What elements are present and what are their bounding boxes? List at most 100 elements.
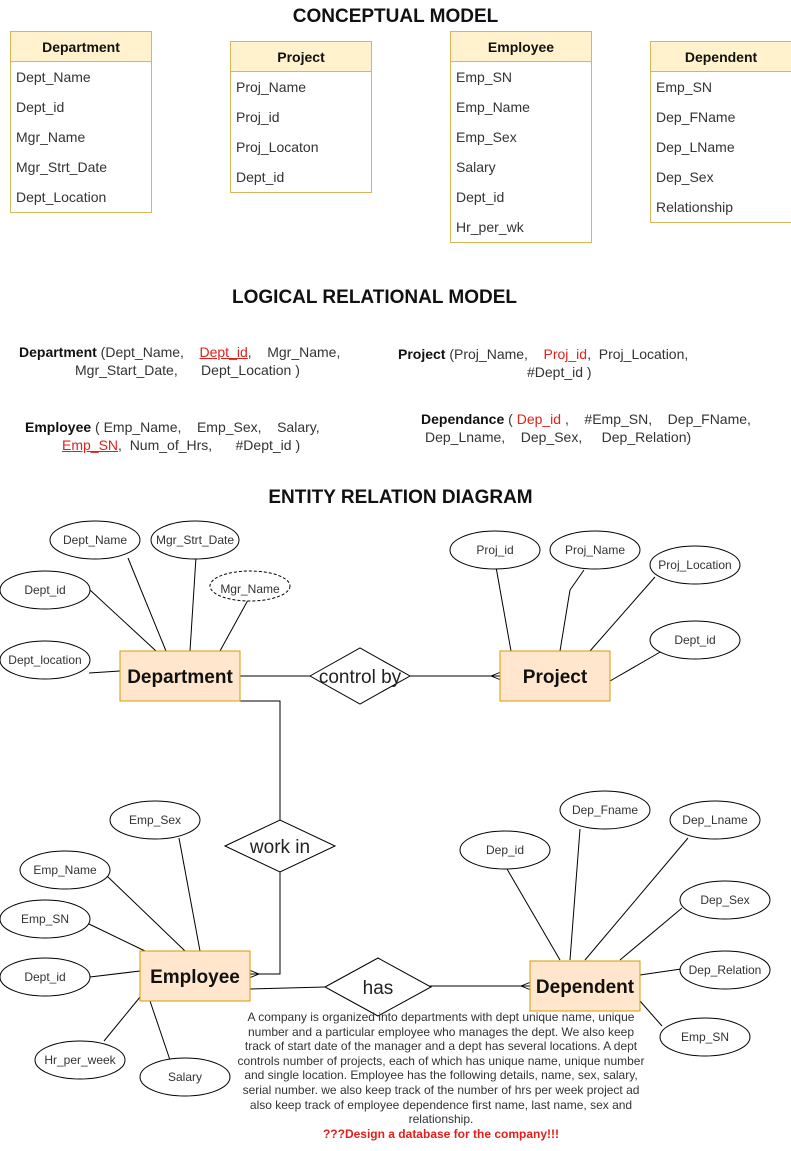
connector	[189, 556, 197, 652]
connector	[569, 569, 585, 591]
connector-lines	[88, 556, 689, 1061]
connector	[559, 589, 571, 652]
relation-dependance-line2: Dep_Lname, Dep_Sex, Dep_Relation)	[425, 429, 692, 445]
attr-label: Emp_Sex	[129, 813, 181, 827]
primary-key: Dep_id	[516, 411, 562, 427]
connector	[106, 875, 186, 952]
relation-text: , #Emp_SN, Dep_FName,	[561, 411, 751, 427]
entity-attribute: Emp_Sex	[456, 129, 517, 145]
relation-project-line1: Project (Proj_Name, Proj_id, Proj_Locati…	[398, 346, 688, 362]
problem-description: A company is organized into departments …	[236, 1010, 646, 1141]
connector	[584, 837, 689, 961]
connector	[149, 1000, 171, 1061]
connector	[639, 1000, 663, 1027]
attr-label: Emp_SN	[681, 1030, 729, 1044]
relation-dependance-line1: Dependance ( Dep_id , #Emp_SN, Dep_FName…	[421, 411, 751, 427]
entity-attribute: Dep_Sex	[656, 169, 714, 185]
attr-ellipse	[679, 880, 771, 920]
primary-key: Dept_id	[199, 344, 248, 360]
connector	[609, 650, 663, 682]
rel-label: work in	[249, 837, 310, 858]
connector	[639, 968, 682, 976]
entity-header: Dependent	[651, 42, 791, 72]
entity-attribute: Salary	[456, 159, 496, 175]
attr-label: Dep_id	[486, 843, 524, 857]
erd-entity-employee	[139, 950, 251, 1002]
attr-ellipse	[34, 1040, 126, 1080]
connector	[89, 970, 141, 978]
attr-label: Dept_location	[8, 653, 81, 667]
entity-attribute: Emp_SN	[656, 79, 713, 95]
erd-entity-department	[119, 650, 241, 702]
entity-label: Employee	[150, 967, 240, 988]
attr-label: Mgr_Strt_Date	[156, 533, 234, 547]
attr-label: Proj_Name	[565, 543, 625, 557]
connector	[495, 566, 512, 652]
connector	[165, 700, 281, 820]
design-question: ???Design a database for the company!!!	[322, 1126, 560, 1141]
relation-employee-line2: Emp_SN, Num_of_Hrs, #Dept_id )	[62, 437, 300, 453]
rel-label: has	[363, 978, 394, 999]
entity-attribute: Mgr_Name	[16, 129, 86, 145]
attr-label: Hr_per_week	[44, 1053, 116, 1067]
rel-diamond-control	[308, 647, 412, 705]
connector	[89, 589, 157, 652]
attr-ellipse	[659, 1017, 751, 1057]
attr-ellipse	[139, 1057, 231, 1097]
entity-attribute: Emp_Name	[456, 99, 530, 115]
attr-ellipse	[559, 790, 651, 830]
relation-name: Dependance	[421, 411, 505, 427]
attr-ellipse	[0, 957, 91, 997]
entity-attribute: Hr_per_wk	[456, 219, 524, 235]
primary-key: Proj_id	[543, 346, 588, 362]
concept-entity-project: Project Proj_Name Proj_id Proj_Locaton D…	[230, 41, 372, 193]
attr-label: Dep_Fname	[572, 803, 638, 817]
attribute-ellipses	[0, 520, 771, 1097]
attr-ellipse	[0, 570, 91, 610]
attr-label: Salary	[168, 1070, 202, 1084]
logical-model-title: LOGICAL RELATIONAL MODEL	[232, 287, 517, 308]
attr-ellipse	[549, 530, 641, 570]
connector	[250, 871, 281, 974]
attr-label: Dept_id	[24, 583, 65, 597]
entity-header: Project	[231, 42, 371, 72]
relationship-diamonds	[223, 647, 433, 1017]
attr-label: Dept_id	[24, 970, 65, 984]
connector	[88, 670, 121, 674]
conceptual-model-title: CONCEPTUAL MODEL	[292, 6, 499, 27]
attr-ellipse	[0, 640, 91, 680]
erd-entity-dependent	[529, 960, 641, 1012]
connector	[127, 557, 167, 652]
attr-ellipse	[49, 520, 141, 560]
entity-attribute: Dep_FName	[656, 109, 736, 125]
entity-attribute: Dept_id	[456, 189, 505, 205]
connector	[506, 868, 561, 961]
attr-ellipse	[679, 950, 771, 990]
entity-attribute: Mgr_Strt_Date	[16, 159, 108, 175]
relation-employee-line1: Employee ( Emp_Name, Emp_Sex, Salary,	[25, 419, 320, 435]
entity-label: Project	[523, 667, 588, 688]
attr-label: Dept_Name	[63, 533, 127, 547]
primary-key: Emp_SN	[62, 437, 119, 453]
relation-text: (Proj_Name,	[445, 346, 544, 362]
relation-department-line1: Department (Dept_Name, Dept_id, Mgr_Name…	[19, 344, 340, 360]
entity-boxes	[119, 650, 641, 1012]
erd-title: ENTITY RELATION DIAGRAM	[268, 487, 533, 508]
entity-attribute: Relationship	[656, 199, 734, 215]
relation-text: ( Emp_Name, Emp_Sex, Salary,	[91, 419, 320, 435]
entity-attribute: Dept_Location	[16, 189, 107, 205]
relation-department-line2: Mgr_Start_Date, Dept_Location )	[75, 362, 300, 378]
connector	[178, 837, 201, 952]
attr-label: Mgr_Name	[220, 582, 280, 596]
attr-label: Emp_Name	[33, 863, 97, 877]
connector	[219, 599, 249, 652]
relation-text: (	[504, 411, 517, 427]
attr-ellipse	[150, 520, 240, 560]
attr-ellipse	[19, 850, 111, 890]
entity-attribute: Dep_LName	[656, 139, 735, 155]
relationship-labels: control by work in has	[249, 667, 402, 999]
entity-attribute: Dept_Name	[16, 69, 91, 85]
entity-attribute: Proj_Name	[236, 79, 307, 95]
entity-attribute: Proj_Locaton	[236, 139, 319, 155]
